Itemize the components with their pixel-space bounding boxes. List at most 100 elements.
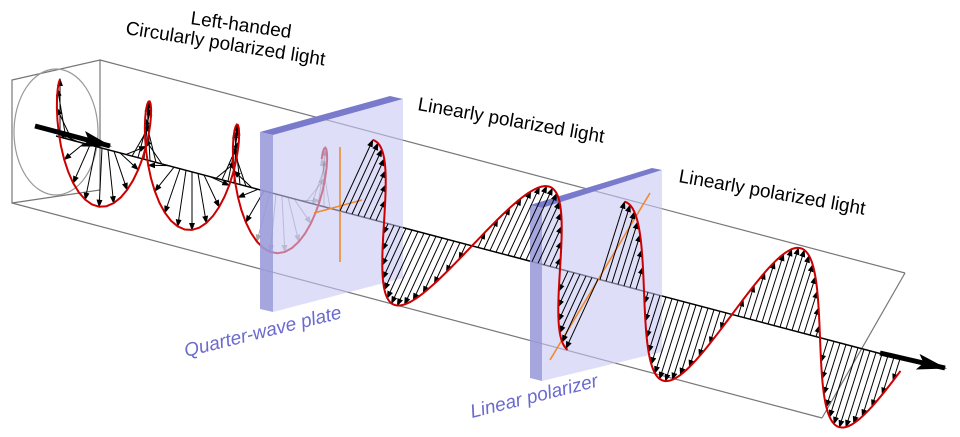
field-vector bbox=[531, 201, 561, 262]
field-vector bbox=[119, 152, 139, 171]
field-vector bbox=[791, 263, 814, 331]
field-vector bbox=[671, 304, 697, 381]
field-vector bbox=[391, 232, 425, 305]
field-vector bbox=[209, 176, 231, 186]
field-vector bbox=[386, 231, 419, 299]
field-vector bbox=[647, 296, 667, 354]
field-vector bbox=[698, 309, 715, 358]
box-top-edge bbox=[99, 59, 906, 274]
field-vector bbox=[144, 138, 163, 165]
field-vector bbox=[483, 218, 499, 250]
field-vector bbox=[381, 226, 401, 267]
field-vector bbox=[422, 239, 449, 295]
field-vector bbox=[623, 233, 641, 287]
field-vector bbox=[107, 149, 116, 205]
field-vector bbox=[543, 225, 563, 266]
field-vector bbox=[635, 266, 644, 290]
field-vector bbox=[743, 284, 755, 318]
field-vector bbox=[507, 186, 540, 256]
quarter-wave-plate bbox=[260, 96, 403, 312]
field-vector bbox=[233, 170, 253, 189]
wave-vectors bbox=[55, 78, 881, 355]
field-vector bbox=[154, 166, 175, 192]
field-vector bbox=[345, 142, 379, 213]
field-vector bbox=[558, 270, 569, 293]
field-vector bbox=[396, 234, 431, 307]
field-vector bbox=[237, 188, 259, 198]
field-vector bbox=[537, 212, 562, 264]
field-vector bbox=[164, 168, 181, 214]
field-vector bbox=[845, 350, 871, 428]
field-vector bbox=[650, 298, 673, 366]
field-vector bbox=[881, 357, 895, 396]
field-vector bbox=[565, 278, 599, 350]
field-vector bbox=[892, 358, 901, 382]
field-vector bbox=[113, 151, 128, 191]
box-bottom-edge bbox=[11, 202, 823, 419]
field-vector bbox=[495, 197, 522, 253]
field-vector bbox=[821, 341, 835, 380]
field-vector bbox=[382, 228, 407, 280]
field-vector bbox=[513, 185, 548, 258]
plate-slow-axis bbox=[313, 199, 363, 214]
linear-polarizer bbox=[530, 168, 662, 381]
field-vector bbox=[501, 190, 532, 254]
field-vector bbox=[755, 260, 776, 321]
field-vector bbox=[828, 345, 853, 418]
field-vector bbox=[557, 272, 575, 308]
field-vector bbox=[339, 139, 374, 212]
field-vector bbox=[363, 169, 386, 218]
field-vector bbox=[629, 249, 643, 288]
field-vector bbox=[803, 290, 819, 334]
field-vector bbox=[797, 275, 817, 333]
box-back-edge bbox=[821, 272, 906, 419]
field-vector bbox=[779, 249, 806, 328]
field-vector bbox=[838, 349, 865, 429]
field-vector bbox=[825, 344, 847, 408]
field-vector bbox=[369, 183, 387, 220]
label-linear-2: Linearly polarized light bbox=[677, 166, 868, 220]
label-quarter-wave-plate: Quarter-wave plate bbox=[182, 302, 344, 361]
field-vector bbox=[525, 192, 558, 261]
field-vector bbox=[820, 339, 829, 363]
field-vector bbox=[96, 148, 103, 208]
field-vector bbox=[645, 295, 661, 339]
field-vector bbox=[861, 353, 883, 418]
field-vector bbox=[383, 229, 413, 291]
field-vector bbox=[833, 347, 859, 425]
field-vector bbox=[83, 146, 97, 201]
field-vector bbox=[664, 303, 691, 383]
field-vector bbox=[375, 199, 386, 221]
field-vector bbox=[63, 143, 85, 161]
field-vector bbox=[125, 146, 147, 155]
field-vector bbox=[761, 253, 785, 323]
label-linear-1: Linearly polarized light bbox=[416, 94, 607, 148]
field-vector bbox=[709, 311, 721, 345]
field-vector bbox=[688, 307, 709, 368]
field-vector bbox=[611, 210, 636, 283]
field-vector bbox=[785, 254, 810, 329]
field-vector bbox=[658, 301, 685, 380]
field-vector bbox=[679, 306, 703, 376]
field-vector bbox=[351, 148, 383, 215]
field-vector bbox=[852, 352, 877, 425]
field-vector bbox=[382, 225, 395, 251]
field-vector bbox=[197, 173, 209, 224]
field-vector bbox=[549, 240, 562, 267]
field-vector bbox=[871, 355, 889, 408]
field-vector bbox=[599, 200, 626, 280]
field-vector bbox=[519, 187, 553, 259]
field-vector bbox=[72, 144, 91, 184]
propagation-axis bbox=[55, 135, 881, 355]
field-vector bbox=[654, 300, 679, 375]
field-vector bbox=[559, 275, 587, 334]
field-vector bbox=[489, 207, 511, 251]
field-vector bbox=[558, 274, 581, 322]
field-vector bbox=[445, 242, 461, 274]
field-vector bbox=[175, 170, 187, 228]
field-vector bbox=[644, 293, 655, 323]
field-vector bbox=[433, 240, 455, 285]
field-vector bbox=[404, 236, 437, 306]
